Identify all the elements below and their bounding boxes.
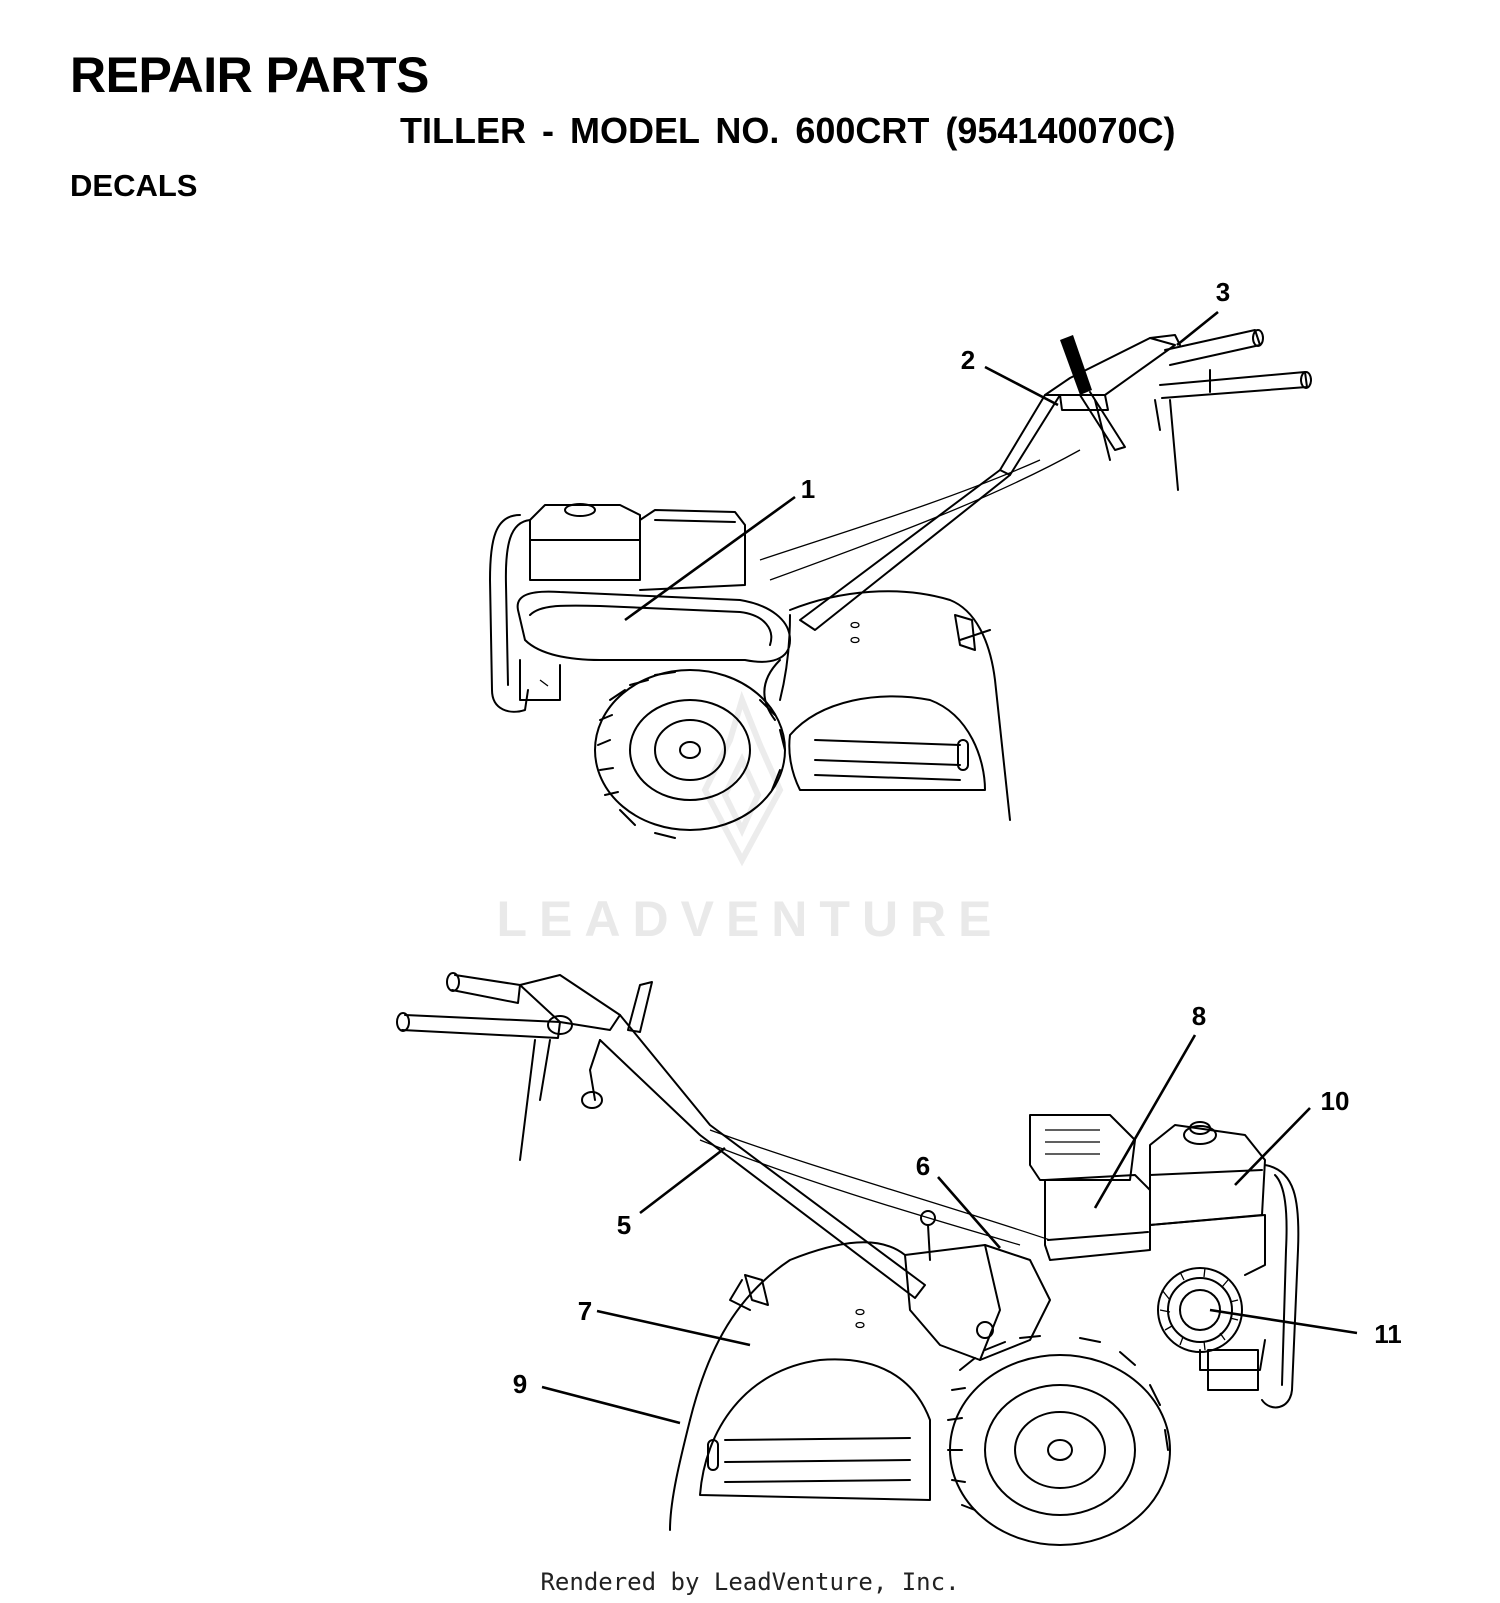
callout-9: 9	[513, 1369, 527, 1399]
footer-credit: Rendered by LeadVenture, Inc.	[540, 1568, 960, 1596]
callout-8: 8	[1192, 1001, 1206, 1031]
leadventure-flame-logo-icon	[701, 690, 784, 867]
tiller-illustration-front-view	[396, 972, 1300, 1546]
callout-leaders	[541, 310, 1358, 1425]
callout-7: 7	[578, 1296, 592, 1326]
model-number-heading: TILLER - MODEL NO. 600CRT (954140070C)	[400, 110, 1176, 151]
page-title: REPAIR PARTS	[70, 47, 429, 103]
callout-2: 2	[961, 345, 975, 375]
callout-3: 3	[1216, 277, 1230, 307]
callout-6: 6	[916, 1151, 930, 1181]
tiller-illustration-rear-view	[489, 329, 1312, 839]
watermark-text: LEADVENTURE	[496, 891, 1004, 947]
callout-10: 10	[1321, 1086, 1350, 1116]
callout-1: 1	[801, 474, 815, 504]
callout-5: 5	[617, 1210, 631, 1240]
callout-11: 11	[1374, 1319, 1402, 1349]
section-heading-decals: DECALS	[70, 168, 198, 203]
